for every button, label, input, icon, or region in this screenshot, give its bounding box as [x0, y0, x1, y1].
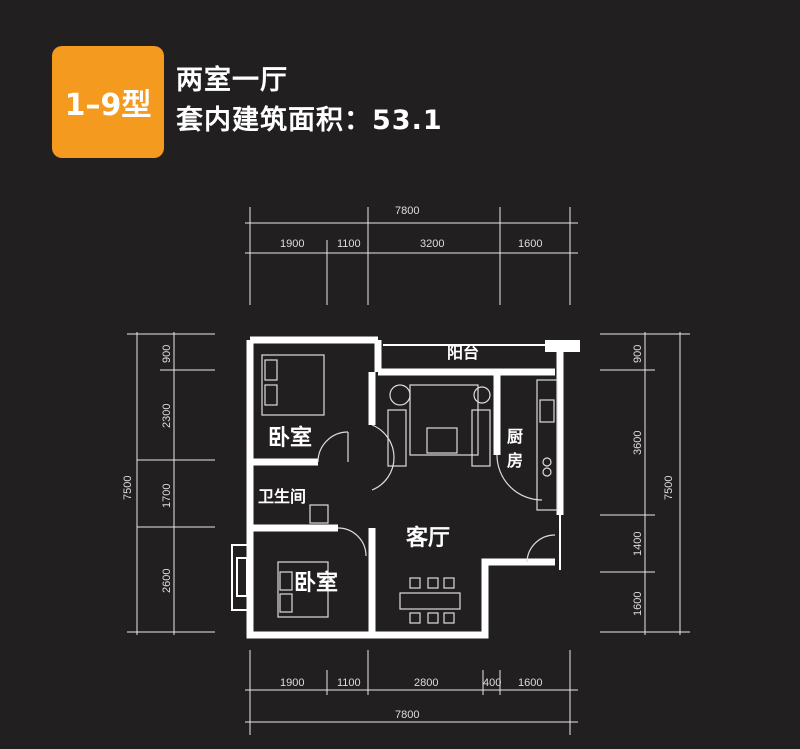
- doors: [317, 424, 556, 563]
- dim-bottom-3: 2800: [414, 677, 438, 689]
- top-dimensions: [245, 207, 578, 305]
- dim-top-total: 7800: [395, 205, 419, 217]
- left-dimensions: [127, 332, 215, 635]
- dim-bottom-2: 1100: [337, 677, 361, 689]
- dim-right-1: 900: [632, 345, 644, 363]
- dim-bottom-1: 1900: [280, 677, 304, 689]
- bed-1: [261, 354, 325, 416]
- room-label-balcony: 阳台: [447, 343, 479, 362]
- bottom-dimensions: [245, 650, 578, 735]
- layout-title: 两室一厅: [176, 65, 288, 96]
- furniture: [261, 354, 558, 624]
- kitchen-char-1: 厨: [507, 427, 523, 446]
- dim-bottom-5: 1600: [518, 677, 542, 689]
- dining-table: [399, 592, 461, 610]
- dim-left-total: 7500: [122, 476, 134, 500]
- sofa-set: [409, 384, 479, 456]
- dim-right-total: 7500: [663, 476, 675, 500]
- bed-2: [277, 561, 329, 618]
- area-title: 套内建筑面积：53.1: [176, 105, 443, 136]
- dim-left-3: 1700: [161, 484, 173, 508]
- room-label-bathroom: 卫生间: [258, 487, 306, 506]
- washbasin: [309, 504, 329, 524]
- room-label-living: 客厅: [406, 525, 450, 551]
- dim-bottom-total: 7800: [395, 709, 419, 721]
- dim-right-3: 1400: [632, 532, 644, 556]
- balcony-rail: [231, 340, 580, 611]
- kitchen-counter: [536, 379, 558, 511]
- dim-top-1: 1900: [280, 238, 304, 250]
- dim-top-2: 1100: [337, 238, 361, 250]
- room-label-bedroom-2: 卧室: [294, 570, 338, 596]
- room-label-kitchen: 厨房: [507, 427, 523, 470]
- dim-left-1: 900: [161, 345, 173, 363]
- dim-left-4: 2600: [161, 569, 173, 593]
- dim-right-4: 1600: [632, 592, 644, 616]
- right-dimensions: [600, 332, 690, 635]
- dim-top-4: 1600: [518, 238, 542, 250]
- kitchen-char-2: 房: [507, 451, 523, 470]
- dim-top-3: 3200: [420, 238, 444, 250]
- dim-bottom-4: 400: [483, 677, 501, 689]
- room-label-bedroom-1: 卧室: [268, 425, 312, 451]
- dim-right-2: 3600: [632, 431, 644, 455]
- unit-type-badge: 1–9型: [52, 46, 164, 158]
- dim-left-2: 2300: [161, 404, 173, 428]
